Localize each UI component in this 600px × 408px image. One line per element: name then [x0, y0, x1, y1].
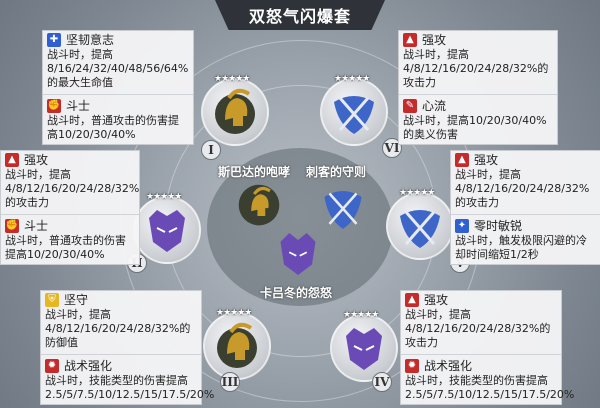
attack-icon: ▲ [405, 293, 419, 307]
skill-desc: 战斗时，提高8/16/24/32/40/48/56/64%的最大生命值 [47, 48, 189, 89]
slot-4-number: IV [372, 372, 392, 392]
set-name-spartan: 斯巴达的咆哮 [218, 165, 291, 179]
resolve-icon: ✚ [47, 33, 61, 47]
page-title: 双怒气闪爆套 [215, 0, 385, 30]
skill-desc: 战斗时，普通攻击的伤害提高10/20/30/40% [5, 234, 126, 261]
divider [43, 94, 193, 95]
attack-icon: ▲ [403, 33, 417, 47]
assassin-set-icon [324, 190, 362, 229]
attack-icon: ▲ [5, 153, 19, 167]
assassin-blades-icon [400, 210, 440, 248]
attack-icon: ▲ [455, 153, 469, 167]
calydon-set-icon [280, 233, 316, 275]
slot-3-stars: ★★★★★ [216, 308, 252, 318]
spartan-helmet-icon [217, 322, 257, 368]
skill-desc: 战斗时，提高4/8/12/16/20/24/28/32%的攻击力 [403, 48, 549, 89]
spartan-set-icon [238, 184, 280, 226]
skill-desc: 战斗时，触发极限闪避的冷却时间缩短1/2秒 [455, 234, 587, 261]
slot-3-card: ⛨坚守 战斗时，提高4/8/12/16/20/24/28/32%的防御值 ✹战术… [40, 290, 215, 405]
slot-2-stars: ★★★★★ [146, 192, 182, 202]
skill-desc: 战斗时，提高10/20/30/40%的奥义伤害 [403, 114, 547, 141]
skill-desc: 战斗时，技能类型的伤害提高2.5/5/7.5/10/12.5/15/17.5/2… [45, 374, 215, 401]
fist-icon: ✊ [47, 99, 61, 113]
skill-desc: 战斗时，提高4/8/12/16/20/24/28/32%的防御值 [45, 308, 191, 349]
slot-5-medal[interactable] [386, 192, 454, 260]
fist-icon: ✊ [5, 219, 19, 233]
divider [41, 354, 201, 355]
slot-1-stars: ★★★★★ [214, 74, 250, 84]
slot-5-card: ▲强攻 战斗时，提高4/8/12/16/20/24/28/32%的攻击力 ✦零时… [450, 150, 600, 265]
slot-3-medal[interactable] [203, 312, 271, 380]
slot-1-number: I [201, 140, 221, 160]
shield-icon: ⛨ [45, 293, 59, 307]
assassin-blades-icon [334, 96, 374, 134]
slot-6-medal[interactable] [320, 78, 388, 146]
set-name-assassin: 刺客的守则 [306, 165, 367, 179]
skill-desc: 战斗时，提高4/8/12/16/20/24/28/32%的攻击力 [405, 308, 551, 349]
slot-4-medal[interactable] [330, 314, 398, 382]
flow-icon: ✎ [403, 99, 417, 113]
skill-desc: 战斗时，技能类型的伤害提高2.5/5/7.5/10/12.5/15/17.5/2… [405, 374, 575, 401]
spartan-helmet-icon [215, 88, 255, 134]
set-name-calydon: 卡吕冬的怨怒 [260, 286, 333, 300]
slot-4-stars: ★★★★★ [343, 310, 379, 320]
slot-3-number: III [220, 372, 240, 392]
skill-desc: 战斗时，提高4/8/12/16/20/24/28/32%的攻击力 [455, 168, 590, 209]
tactic-icon: ✹ [405, 359, 419, 373]
divider [401, 354, 561, 355]
slot-1-card: ✚坚韧意志 战斗时，提高8/16/24/32/40/48/56/64%的最大生命… [42, 30, 194, 145]
center-disc [207, 148, 393, 306]
divider [1, 214, 139, 215]
tactic-icon: ✹ [45, 359, 59, 373]
skill-desc: 战斗时，普通攻击的伤害提高10/20/30/40% [47, 114, 179, 141]
slot-6-card: ▲强攻 战斗时，提高4/8/12/16/20/24/28/32%的攻击力 ✎心流… [398, 30, 558, 145]
slot-6-stars: ★★★★★ [334, 74, 370, 84]
slot-1-medal[interactable] [201, 78, 269, 146]
divider [399, 94, 557, 95]
slot-6-number: VI [382, 138, 402, 158]
skill-desc: 战斗时，提高4/8/12/16/20/24/28/32%的攻击力 [5, 168, 140, 209]
divider [451, 214, 600, 215]
calydon-boar-icon [346, 328, 382, 370]
slot-4-card: ▲强攻 战斗时，提高4/8/12/16/20/24/28/32%的攻击力 ✹战术… [400, 290, 575, 405]
calydon-boar-icon [149, 210, 185, 252]
slot-2-medal[interactable] [133, 196, 201, 264]
slot-2-card: ▲强攻 战斗时，提高4/8/12/16/20/24/28/32%的攻击力 ✊斗士… [0, 150, 140, 265]
dodge-icon: ✦ [455, 219, 469, 233]
slot-5-stars: ★★★★★ [399, 188, 435, 198]
